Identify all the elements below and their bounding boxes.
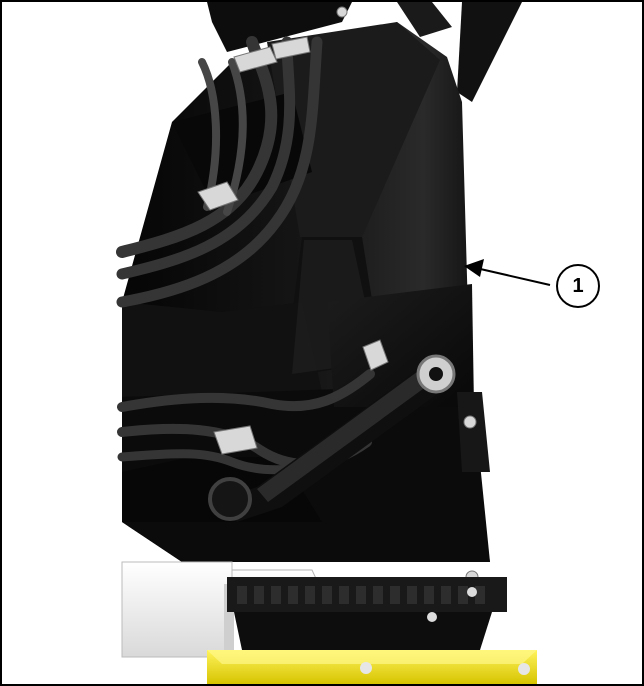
turntable-base — [121, 561, 537, 684]
turntable-gear-teeth — [237, 586, 485, 604]
hydraulic-cylinder — [208, 354, 456, 522]
callout-number: 1 — [572, 275, 584, 297]
callout-circle — [556, 264, 600, 308]
upper-structure — [207, 2, 522, 102]
hose-fittings — [197, 6, 479, 584]
callout-arrow — [464, 259, 551, 286]
